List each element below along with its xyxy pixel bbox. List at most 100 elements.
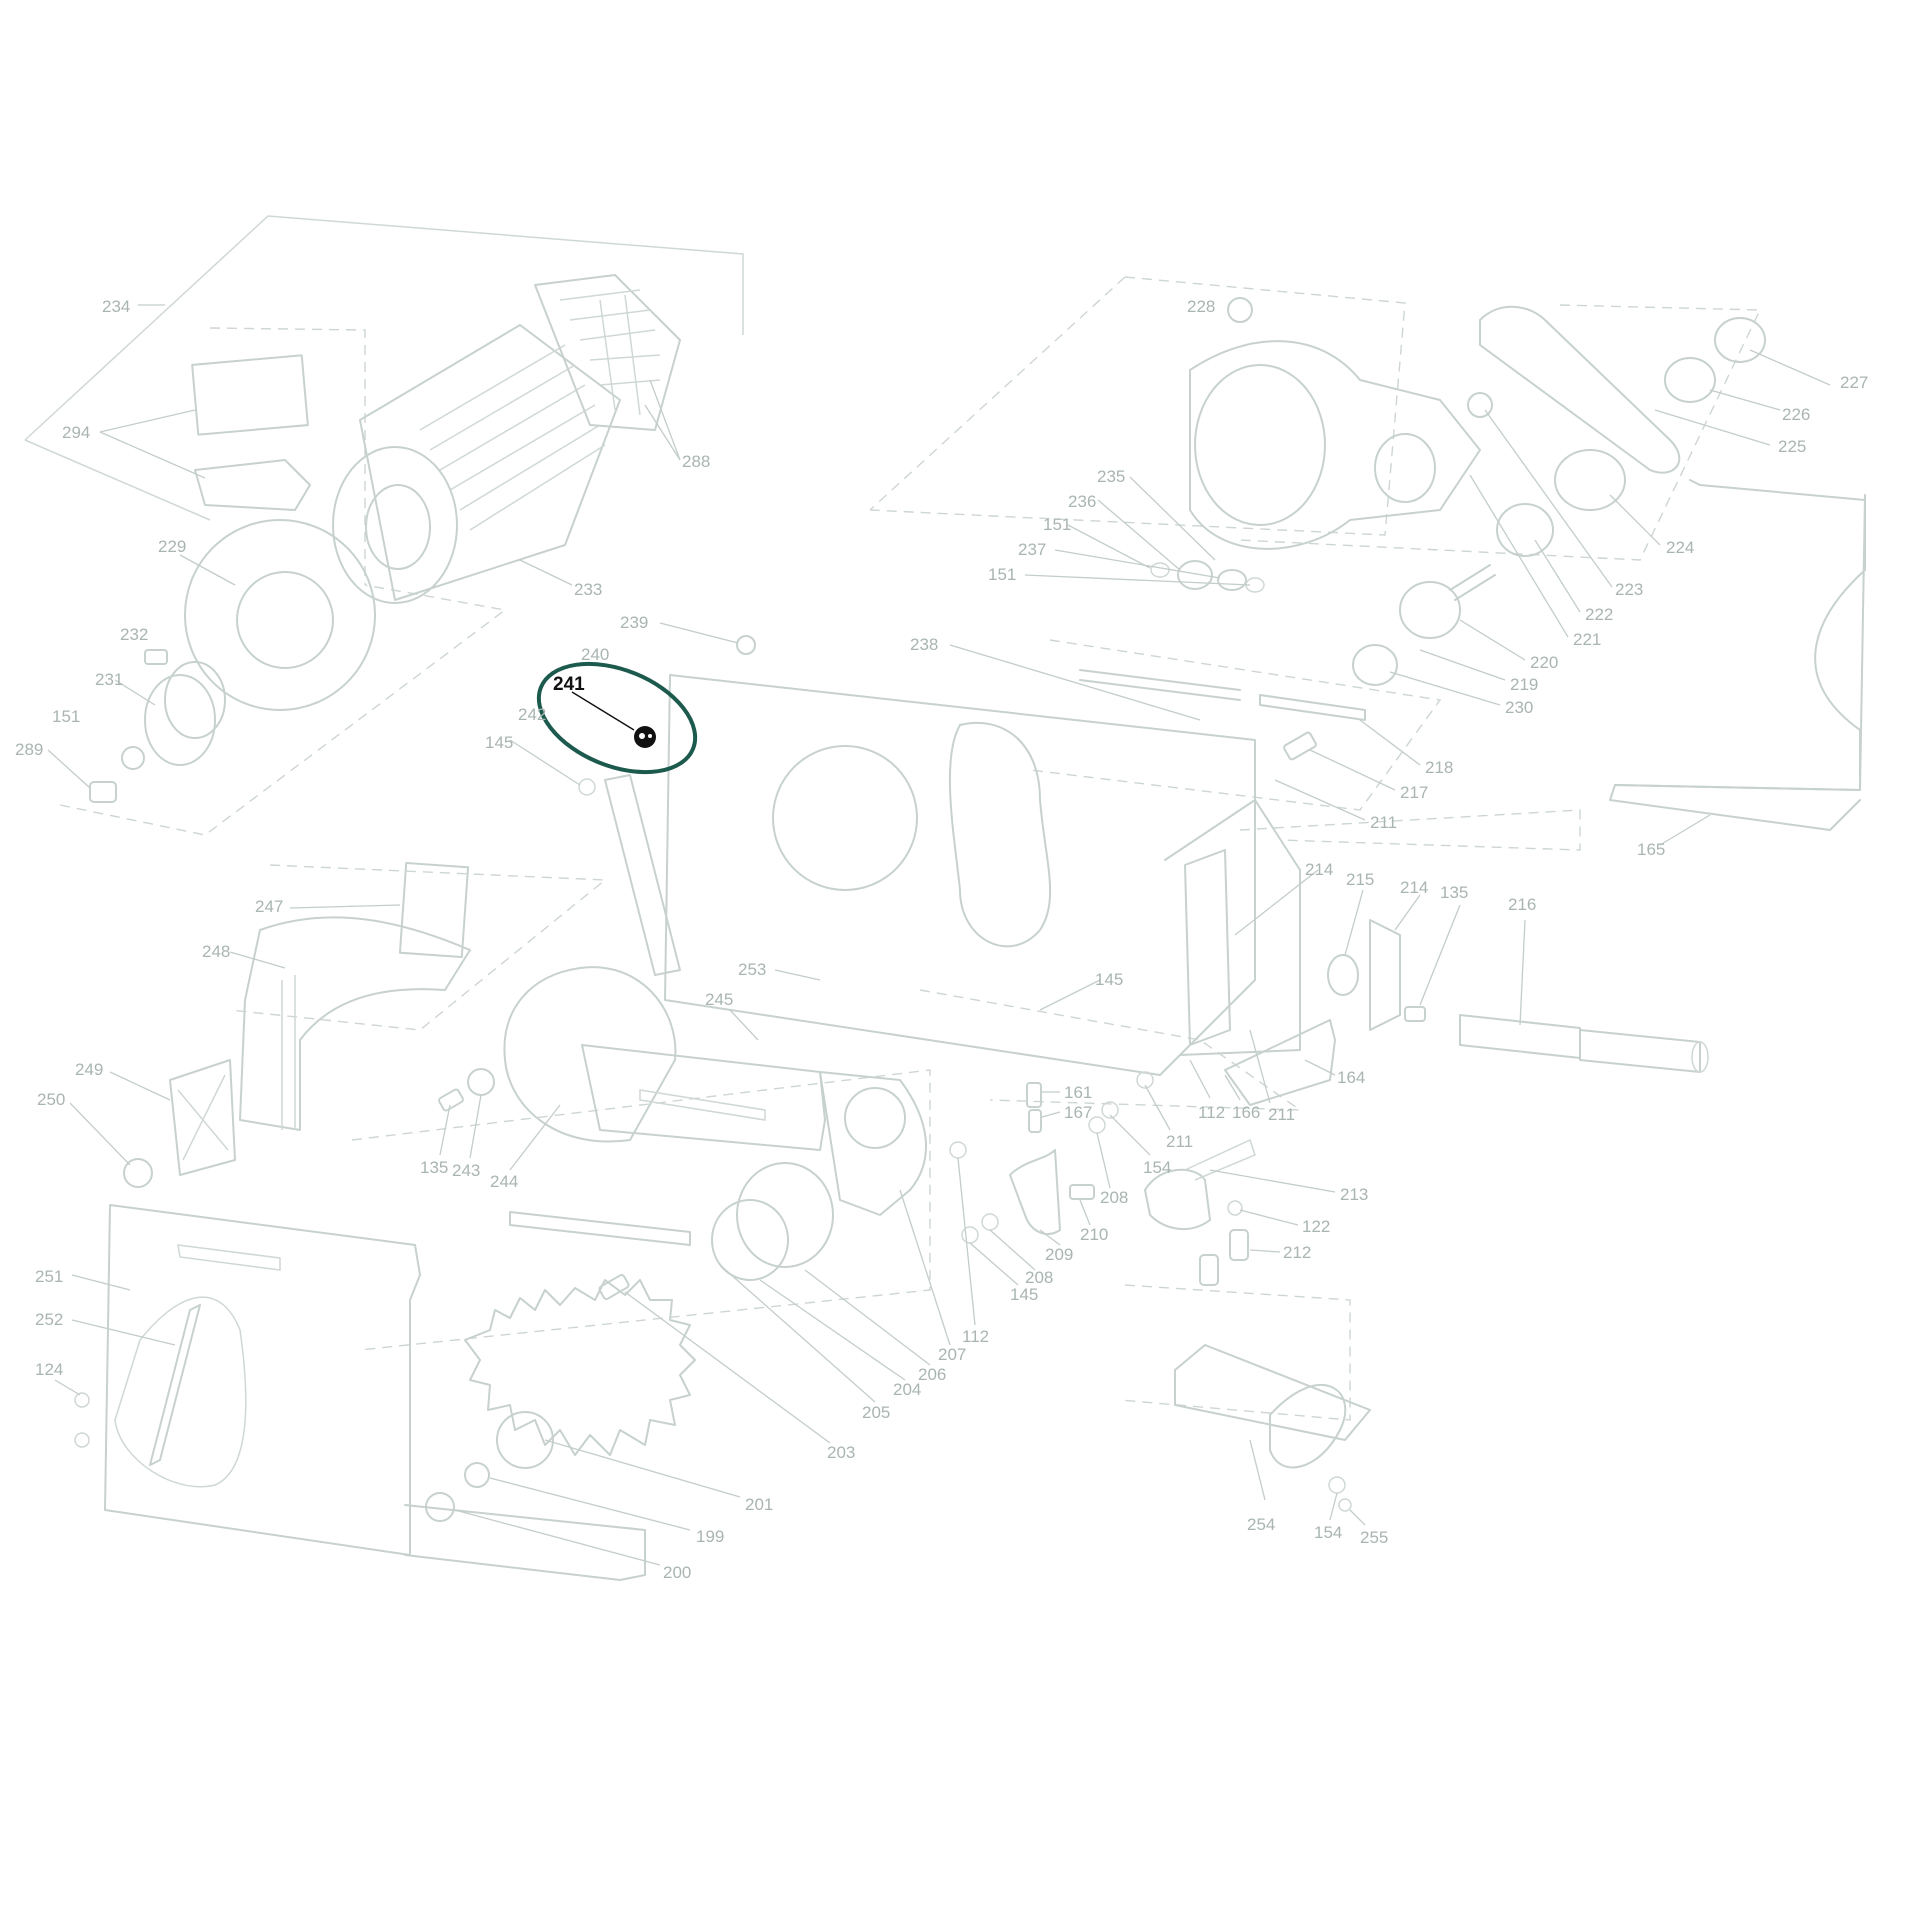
leader-230 [1389, 671, 1501, 706]
table-assembly [74, 1204, 646, 1581]
leader-154 [1109, 1114, 1151, 1156]
label-124: 124 [35, 1360, 63, 1379]
label-214-b: 214 [1400, 878, 1428, 897]
leader-238 [949, 644, 1201, 721]
ruler-252 [149, 1304, 201, 1466]
label-219: 219 [1510, 675, 1538, 694]
leader-243 [469, 1094, 482, 1159]
blade-flange-201 [496, 1411, 554, 1469]
frame-hole-left [772, 745, 918, 891]
label-221: 221 [1573, 630, 1601, 649]
leader-145b [1039, 979, 1101, 1011]
drive-belt [1479, 305, 1681, 474]
leader-241 [571, 691, 635, 731]
label-112-b: 112 [962, 1327, 989, 1346]
nut-145 [578, 778, 596, 796]
clamp-arm [1184, 1138, 1256, 1181]
clip-204 [711, 1199, 789, 1281]
leader-151b [1024, 574, 1251, 586]
highlight-ring [536, 661, 698, 775]
leader-237 [1054, 549, 1221, 579]
tilt-assembly [949, 1071, 1256, 1286]
leader-207 [899, 1189, 951, 1346]
leader-224 [1609, 494, 1661, 546]
guard-assembly [123, 861, 471, 1188]
leader-219 [1419, 649, 1506, 681]
belt-boundary-2 [869, 276, 1126, 511]
leader-289 [47, 749, 91, 789]
bolt-203 [598, 1274, 630, 1300]
bolt-212 [1229, 1229, 1249, 1261]
belt-housing [1189, 340, 1481, 550]
leader-151a [1067, 524, 1151, 569]
label-207: 207 [938, 1345, 966, 1364]
screw-161 [1026, 1082, 1042, 1108]
washer-154-b [1328, 1476, 1346, 1494]
label-122: 122 [1302, 1217, 1330, 1236]
label-245: 245 [705, 990, 733, 1009]
label-230: 230 [1505, 698, 1533, 717]
flat-bar [509, 1211, 691, 1246]
assembly-outlines [24, 215, 1762, 1421]
washer-211 [1136, 1071, 1154, 1089]
label-288: 288 [682, 452, 710, 471]
leader-229 [179, 554, 236, 586]
label-225: 225 [1778, 437, 1806, 456]
leader-248 [229, 951, 286, 969]
label-248: 248 [202, 942, 230, 961]
leader-221 [1469, 474, 1569, 638]
fan-grille [559, 289, 661, 416]
housing-ring [1194, 364, 1326, 526]
screw-232 [144, 649, 168, 665]
label-203: 203 [827, 1443, 855, 1462]
part-241-area [536, 635, 756, 976]
screw-135-b [1404, 1006, 1426, 1022]
screw-124-b [74, 1432, 90, 1448]
leader-211b [1249, 1029, 1271, 1104]
leader-247 [289, 904, 401, 909]
part-241-icon [634, 726, 656, 748]
leader-208b [989, 1229, 1036, 1271]
label-216: 216 [1508, 895, 1536, 914]
spring-237 [1217, 569, 1247, 591]
leader-214 [1234, 869, 1319, 936]
table-window [114, 1296, 247, 1488]
label-166: 166 [1232, 1103, 1260, 1122]
belt-boundary [869, 276, 1406, 536]
label-233: 233 [574, 580, 602, 599]
washer-230 [1352, 644, 1398, 686]
label-204: 204 [893, 1380, 921, 1399]
label-154-b: 154 [1314, 1523, 1342, 1542]
leader-220 [1459, 619, 1526, 661]
screw-124-a [74, 1392, 90, 1408]
label-222: 222 [1585, 605, 1613, 624]
label-209: 209 [1045, 1245, 1073, 1264]
ring-205 [736, 1162, 834, 1268]
base-boundary [1239, 809, 1581, 851]
leader-124 [54, 1379, 81, 1396]
label-240: 240 [581, 645, 609, 664]
frame-plate [664, 669, 1366, 1076]
leader-199 [489, 1477, 691, 1531]
ring-226 [1664, 357, 1716, 403]
slide-slot [639, 1089, 766, 1121]
leader-112 [1189, 1059, 1211, 1099]
base-plate-flange [1614, 494, 1866, 791]
leader-164 [1304, 1059, 1336, 1076]
pulley-224 [1554, 449, 1626, 511]
washer-154 [1101, 1101, 1119, 1119]
leader-209 [1039, 1229, 1061, 1246]
arbor-hole [844, 1087, 906, 1149]
label-228: 228 [1187, 297, 1215, 316]
motor-pulley-hub [164, 661, 226, 739]
leader-236 [1097, 499, 1181, 571]
flange-plate [184, 519, 376, 711]
bearing-222 [1496, 503, 1554, 557]
label-224: 224 [1666, 538, 1694, 557]
leader-215 [1344, 889, 1364, 956]
leader-203 [624, 1291, 831, 1444]
label-211-c: 211 [1166, 1132, 1193, 1151]
label-250: 250 [37, 1090, 65, 1109]
flange-plate-hole [236, 571, 334, 669]
